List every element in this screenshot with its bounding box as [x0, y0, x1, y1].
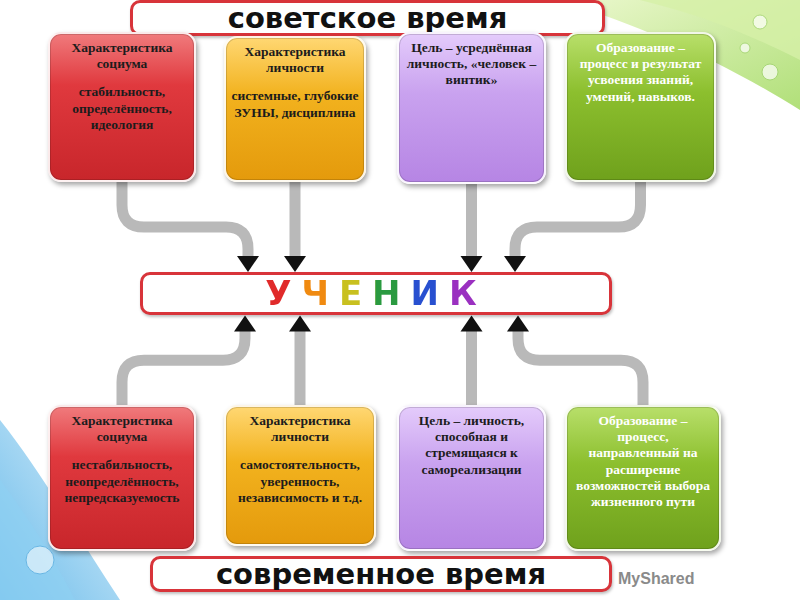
education-box: Образование – процесс, направленный на р…: [565, 405, 721, 551]
society-box: Характеристика социума нестабильность, не…: [48, 405, 196, 551]
box-heading: Характеристика социума: [55, 413, 189, 445]
arrow-connector: [122, 182, 259, 272]
arrow-head: [461, 315, 483, 331]
box-text: советское время: [228, 3, 508, 33]
era-band: современное время: [150, 556, 612, 592]
arrow-head: [234, 315, 256, 331]
arrow-connector: [284, 182, 306, 272]
box-text: Цель – усреднённая личность, «человек – …: [404, 40, 539, 89]
arrow-connector: [461, 315, 483, 405]
era-band: советское время: [130, 0, 605, 36]
arrow-connector: [289, 315, 311, 405]
arrow-connector: [122, 315, 256, 405]
water-drop: [26, 546, 54, 574]
arrow-head: [289, 315, 311, 331]
box-text: нестабильность, неопределённость, непред…: [55, 457, 189, 506]
box-text: самостоятельность, уверенность, независи…: [231, 457, 369, 506]
goal-box: Цель – усреднённая личность, «человек – …: [397, 32, 546, 184]
box-text: Цель – личность, способная и стремящаяся…: [404, 413, 539, 478]
education-box: Образование – процесс и результат усвоен…: [565, 32, 716, 182]
society-box: Характеристика социума стабильность, опре…: [48, 32, 196, 182]
arrow-head: [237, 256, 259, 272]
connector-line: [466, 184, 477, 257]
watermark: MyShared: [618, 570, 694, 588]
connector-line: [515, 182, 641, 257]
water-drop: [753, 15, 767, 29]
arrow-connector: [504, 182, 641, 272]
connector-line: [290, 182, 301, 257]
water-drop: [740, 43, 750, 53]
box-text: Образование – процесс и результат усвоен…: [572, 40, 709, 105]
pupil-band: УЧЕНИК: [140, 272, 612, 315]
box-heading: Характеристика социума: [55, 40, 189, 72]
box-text: современное время: [216, 559, 546, 589]
box-heading: Характеристика личности: [231, 413, 369, 445]
box-text: УЧЕНИК: [265, 275, 487, 312]
box-text: системные, глубокие ЗУНЫ, дисциплина: [231, 88, 359, 120]
connector-line: [122, 182, 248, 257]
personality-box: Характеристика личности системные, глубок…: [224, 36, 366, 182]
arrow-head: [284, 256, 306, 272]
connector-line: [295, 330, 306, 405]
arrow-head: [504, 256, 526, 272]
water-drop: [762, 64, 778, 80]
arrow-connector: [461, 184, 483, 272]
box-text: стабильность, определённость, идеология: [55, 84, 189, 133]
goal-box: Цель – личность, способная и стремящаяся…: [397, 405, 546, 551]
box-text: Образование – процесс, направленный на р…: [572, 413, 714, 510]
connector-line: [518, 330, 643, 405]
connector-line: [466, 330, 477, 405]
connector-line: [122, 330, 245, 405]
arrow-head: [461, 256, 483, 272]
arrow-head: [507, 315, 529, 331]
arrow-connector: [507, 315, 643, 405]
personality-box: Характеристика личности самостоятельность…: [224, 405, 376, 546]
box-heading: Характеристика личности: [231, 44, 359, 76]
